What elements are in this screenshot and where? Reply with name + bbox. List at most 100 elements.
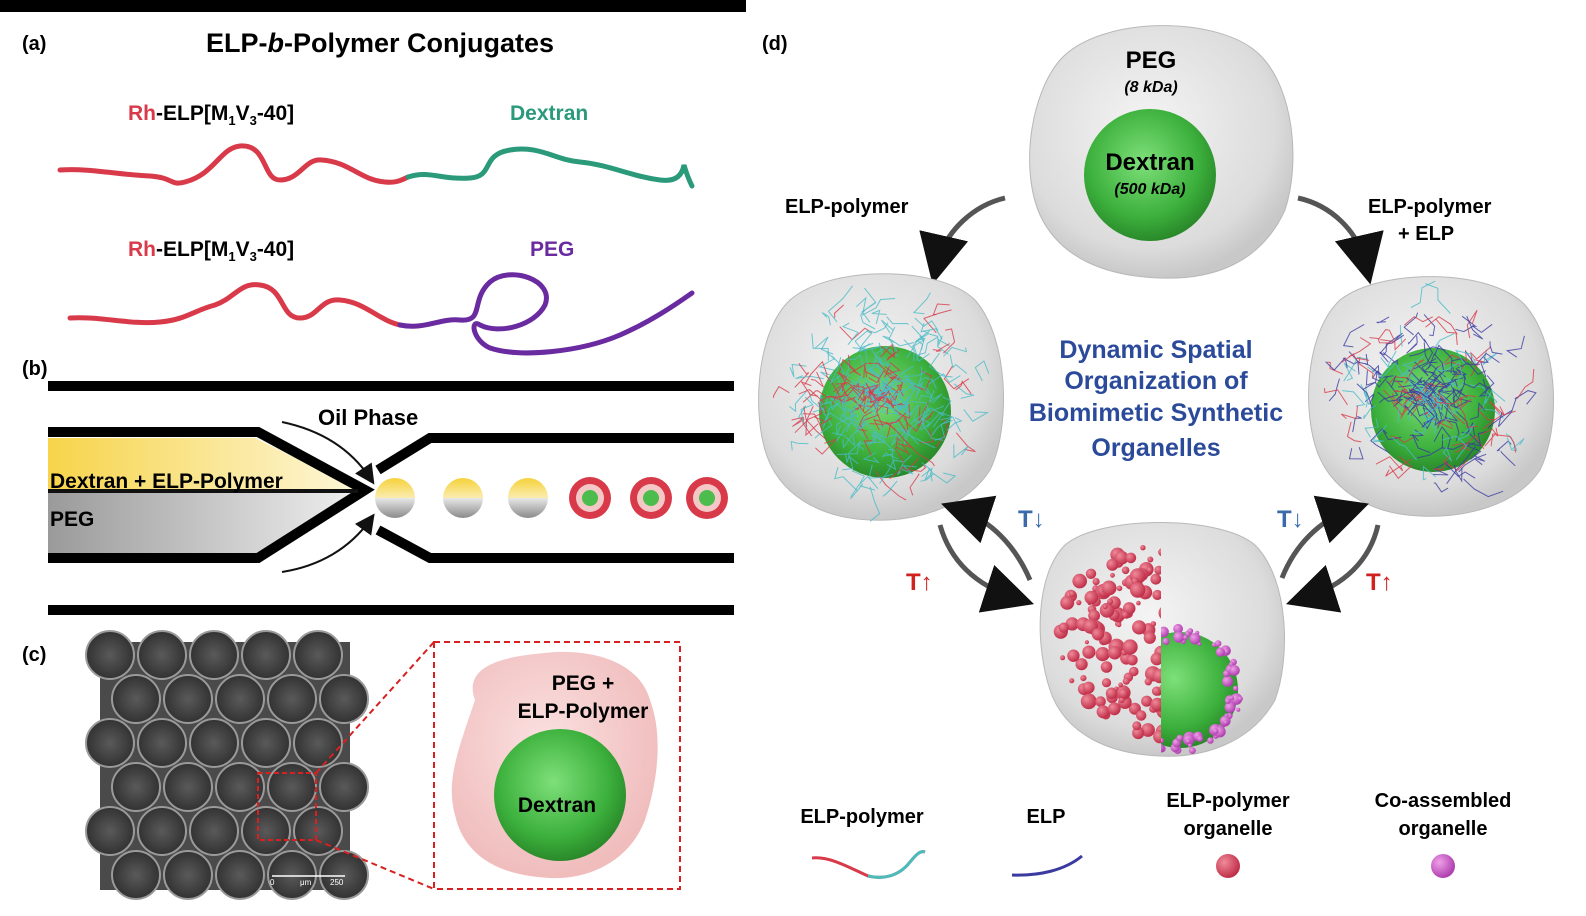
fiber	[856, 296, 871, 323]
fiber	[873, 384, 884, 397]
fiber	[865, 371, 881, 388]
fiber	[821, 312, 831, 326]
fiber	[1428, 400, 1448, 426]
fiber	[878, 363, 903, 393]
fiber	[933, 472, 957, 484]
co-assembled-ball	[1197, 735, 1204, 742]
organelle-ball	[1102, 604, 1108, 610]
fiber	[877, 382, 888, 397]
fiber	[1381, 428, 1402, 441]
fiber	[1514, 390, 1537, 405]
fiber	[946, 417, 963, 431]
fiber	[911, 325, 926, 348]
organelle-ball	[1092, 578, 1100, 586]
fiber	[1388, 376, 1411, 385]
fiber	[1431, 389, 1449, 419]
fiber	[830, 356, 842, 384]
co-assembled-ball	[1161, 743, 1165, 753]
legend-elp-polymer-organelle-1: ELP-polymer	[1166, 790, 1290, 812]
organelle-ball	[1110, 572, 1115, 578]
top-peg-label: PEG	[1126, 47, 1177, 74]
fiber	[1433, 461, 1449, 476]
organelle-ball	[1121, 611, 1129, 619]
fiber	[1358, 356, 1374, 379]
fiber	[1379, 380, 1399, 404]
co-assembled-ball	[1232, 685, 1239, 692]
top-organelle-core	[1084, 109, 1216, 241]
fiber	[871, 309, 887, 325]
organelle-ball	[1158, 548, 1161, 556]
fiber	[869, 389, 886, 404]
fiber	[1466, 309, 1478, 339]
organelle-ball	[1116, 622, 1122, 628]
fiber	[906, 366, 923, 400]
organelle-ball	[1099, 602, 1115, 618]
co-assembled-ball	[1207, 737, 1214, 744]
t-up-right: T↑	[1366, 569, 1393, 596]
micrograph-droplet	[319, 674, 369, 724]
co-assembled-ball	[1223, 648, 1230, 655]
peg-chain	[397, 272, 695, 356]
fiber	[1343, 356, 1368, 382]
fiber	[795, 375, 824, 380]
fiber	[1412, 419, 1437, 434]
organelle-ball	[1096, 705, 1110, 719]
co-assembled-ball	[1161, 626, 1169, 638]
fiber	[912, 292, 931, 315]
fiber	[846, 405, 857, 433]
organelle-ball	[1106, 558, 1119, 571]
scale-unit: μm	[300, 878, 312, 887]
organelle-ball	[1114, 686, 1119, 691]
fiber	[1406, 335, 1418, 354]
fiber	[895, 443, 910, 456]
fiber	[920, 322, 943, 340]
row2-elp-label: Rh-ELP[M1V3-40]	[128, 238, 294, 264]
fiber	[905, 412, 930, 445]
fiber	[1397, 379, 1426, 388]
fiber	[773, 385, 790, 398]
fiber	[1444, 361, 1463, 388]
fiber	[814, 416, 832, 426]
fiber	[814, 336, 834, 355]
legend-elp-polymer-icon-tail	[867, 850, 926, 879]
fiber	[1480, 356, 1489, 378]
organelle-ball	[1144, 678, 1153, 686]
fiber	[974, 360, 990, 382]
shell-label-2: ELP-Polymer	[518, 700, 649, 723]
fiber	[1433, 425, 1452, 449]
fiber	[892, 378, 916, 385]
fiber	[1376, 316, 1390, 324]
row1-elp-label: Rh-ELP[M1V3-40]	[128, 102, 294, 128]
fiber	[868, 433, 882, 445]
fiber	[1413, 338, 1434, 370]
fiber	[827, 285, 853, 323]
organelle-ball	[1132, 620, 1147, 635]
fiber	[867, 322, 889, 334]
fiber	[916, 336, 938, 356]
fiber	[1441, 435, 1468, 460]
fiber	[1482, 349, 1498, 366]
organelle-ball	[1151, 686, 1161, 696]
fiber	[851, 375, 875, 393]
fiber	[1505, 335, 1525, 358]
micrograph-droplet	[319, 762, 369, 812]
fiber	[934, 419, 953, 441]
co-assembled-ball	[1224, 701, 1236, 713]
fiber	[1364, 418, 1379, 438]
fiber	[819, 395, 847, 402]
micrograph-droplet	[189, 718, 239, 768]
fiber	[1450, 365, 1458, 381]
co-assembled-ball	[1225, 698, 1231, 704]
micrograph-droplet	[163, 850, 213, 900]
fiber	[1346, 421, 1362, 443]
droplet	[508, 478, 548, 518]
center-title-1: Dynamic Spatial	[1059, 336, 1252, 364]
fiber	[825, 394, 855, 412]
fiber	[847, 354, 862, 376]
fiber	[909, 473, 920, 496]
micrograph-droplet	[293, 630, 343, 680]
co-assembled-ball	[1176, 734, 1184, 742]
organelle-ball	[1101, 580, 1117, 596]
organelle-ball	[1091, 628, 1105, 641]
fiber	[1342, 390, 1366, 407]
